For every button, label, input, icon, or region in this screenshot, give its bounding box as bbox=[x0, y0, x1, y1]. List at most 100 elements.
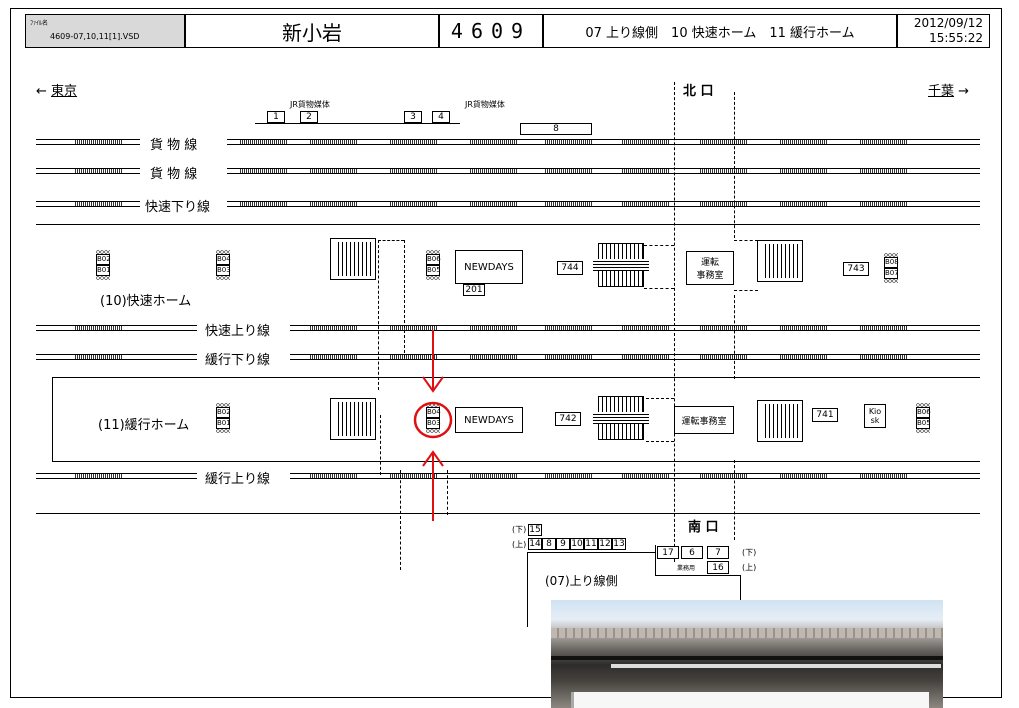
south-board: 13 bbox=[612, 538, 626, 550]
track-segment bbox=[240, 202, 288, 206]
track-segment bbox=[75, 474, 123, 478]
track-segment bbox=[470, 169, 518, 173]
track-segment bbox=[780, 326, 828, 330]
track-segment bbox=[75, 140, 123, 144]
rapid-platform-label: (10)快速ホーム bbox=[100, 294, 192, 309]
south-board: 11 bbox=[584, 538, 598, 550]
freight-track-2 bbox=[227, 168, 980, 174]
track-segment bbox=[622, 326, 670, 330]
track-segment bbox=[75, 202, 123, 206]
sheet-date: 2012/09/12 bbox=[913, 16, 983, 30]
newdays-shop-2: NEWDAYS bbox=[455, 407, 523, 433]
track-segment bbox=[310, 355, 358, 359]
rapid-up-track bbox=[290, 325, 980, 331]
description-cell: 07 上り線側 10 快速ホーム 11 緩行ホーム bbox=[543, 14, 897, 48]
track-segment bbox=[622, 202, 670, 206]
track-segment bbox=[700, 140, 748, 144]
track-segment bbox=[545, 326, 593, 330]
track-segment bbox=[622, 169, 670, 173]
down-mark: (下) bbox=[512, 525, 527, 534]
track-segment bbox=[860, 474, 908, 478]
track-segment bbox=[622, 355, 670, 359]
direction-left: ← 東京 bbox=[36, 84, 78, 99]
track-segment bbox=[470, 326, 518, 330]
escalator bbox=[593, 243, 649, 287]
freight-board: 8 bbox=[520, 123, 592, 135]
track-segment bbox=[622, 140, 670, 144]
track-segment bbox=[700, 202, 748, 206]
track-segment bbox=[390, 140, 438, 144]
track-segment bbox=[860, 140, 908, 144]
track-segment bbox=[390, 474, 438, 478]
ticket-gate bbox=[330, 398, 376, 440]
track-segment bbox=[780, 140, 828, 144]
track-segment bbox=[470, 355, 518, 359]
board-741: 741 bbox=[812, 408, 838, 422]
track-segment bbox=[700, 474, 748, 478]
south-board: 15 bbox=[528, 524, 542, 536]
right-up-mark: (上) bbox=[742, 563, 757, 572]
track-label-freight-1: 貨 物 線 bbox=[150, 138, 198, 153]
escalator bbox=[593, 396, 649, 440]
rapid-down-track bbox=[36, 201, 140, 207]
track-segment bbox=[545, 169, 593, 173]
track-segment bbox=[545, 202, 593, 206]
south-board: 10 bbox=[570, 538, 584, 550]
track-segment bbox=[700, 169, 748, 173]
track-segment bbox=[860, 355, 908, 359]
newdays-shop: NEWDAYS bbox=[455, 250, 523, 284]
track-segment bbox=[240, 169, 288, 173]
track-segment bbox=[545, 140, 593, 144]
highlight-circle bbox=[413, 401, 453, 439]
north-exit-label: 北 口 bbox=[683, 84, 714, 99]
track-segment bbox=[310, 202, 358, 206]
board-201: 201 bbox=[463, 284, 485, 296]
south-board: 6 bbox=[681, 546, 703, 559]
ticket-gate bbox=[757, 240, 803, 282]
track-segment bbox=[310, 169, 358, 173]
rapid-down-track bbox=[227, 201, 980, 207]
track-segment bbox=[780, 202, 828, 206]
south-board: 12 bbox=[598, 538, 612, 550]
track-segment bbox=[390, 169, 438, 173]
file-name-value: 4609-07,10,11[1].VSD bbox=[50, 32, 140, 41]
south-board: 9 bbox=[556, 538, 570, 550]
track-segment bbox=[622, 474, 670, 478]
highlight-marker bbox=[413, 330, 453, 521]
south-board: 17 bbox=[657, 546, 679, 559]
track-segment bbox=[860, 202, 908, 206]
track-segment bbox=[780, 169, 828, 173]
operations-office-2: 運転事務室 bbox=[674, 406, 734, 434]
kiosk-shop: Kio sk bbox=[864, 404, 886, 428]
jr-media-label-2: JR貨物媒体 bbox=[465, 100, 505, 109]
file-name-label: ﾌｧｲﾙ名 bbox=[30, 20, 49, 27]
date-cell: 2012/09/12 15:55:22 bbox=[897, 14, 990, 48]
right-down-mark: (下) bbox=[742, 548, 757, 557]
south-boundary-line bbox=[36, 513, 980, 514]
track-segment bbox=[780, 355, 828, 359]
freight-track-2 bbox=[36, 168, 140, 174]
up-mark: (上) bbox=[512, 540, 527, 549]
track-segment bbox=[240, 140, 288, 144]
sheet-time: 15:55:22 bbox=[929, 31, 983, 45]
track-segment bbox=[310, 326, 358, 330]
south-board: 8 bbox=[542, 538, 556, 550]
local-down-track bbox=[290, 354, 980, 360]
ticket-gate bbox=[330, 238, 376, 280]
freight-board: 2 bbox=[300, 111, 318, 123]
freight-board: 4 bbox=[432, 111, 450, 123]
direction-right: 千葉 → bbox=[928, 84, 970, 99]
file-name-cell: ﾌｧｲﾙ名 4609-07,10,11[1].VSD bbox=[25, 14, 185, 48]
track-segment bbox=[860, 169, 908, 173]
south-exit-label: 南 口 bbox=[688, 520, 719, 535]
track-segment bbox=[75, 169, 123, 173]
south-board: 7 bbox=[707, 546, 729, 559]
track-segment bbox=[700, 355, 748, 359]
freight-board: 3 bbox=[404, 111, 422, 123]
